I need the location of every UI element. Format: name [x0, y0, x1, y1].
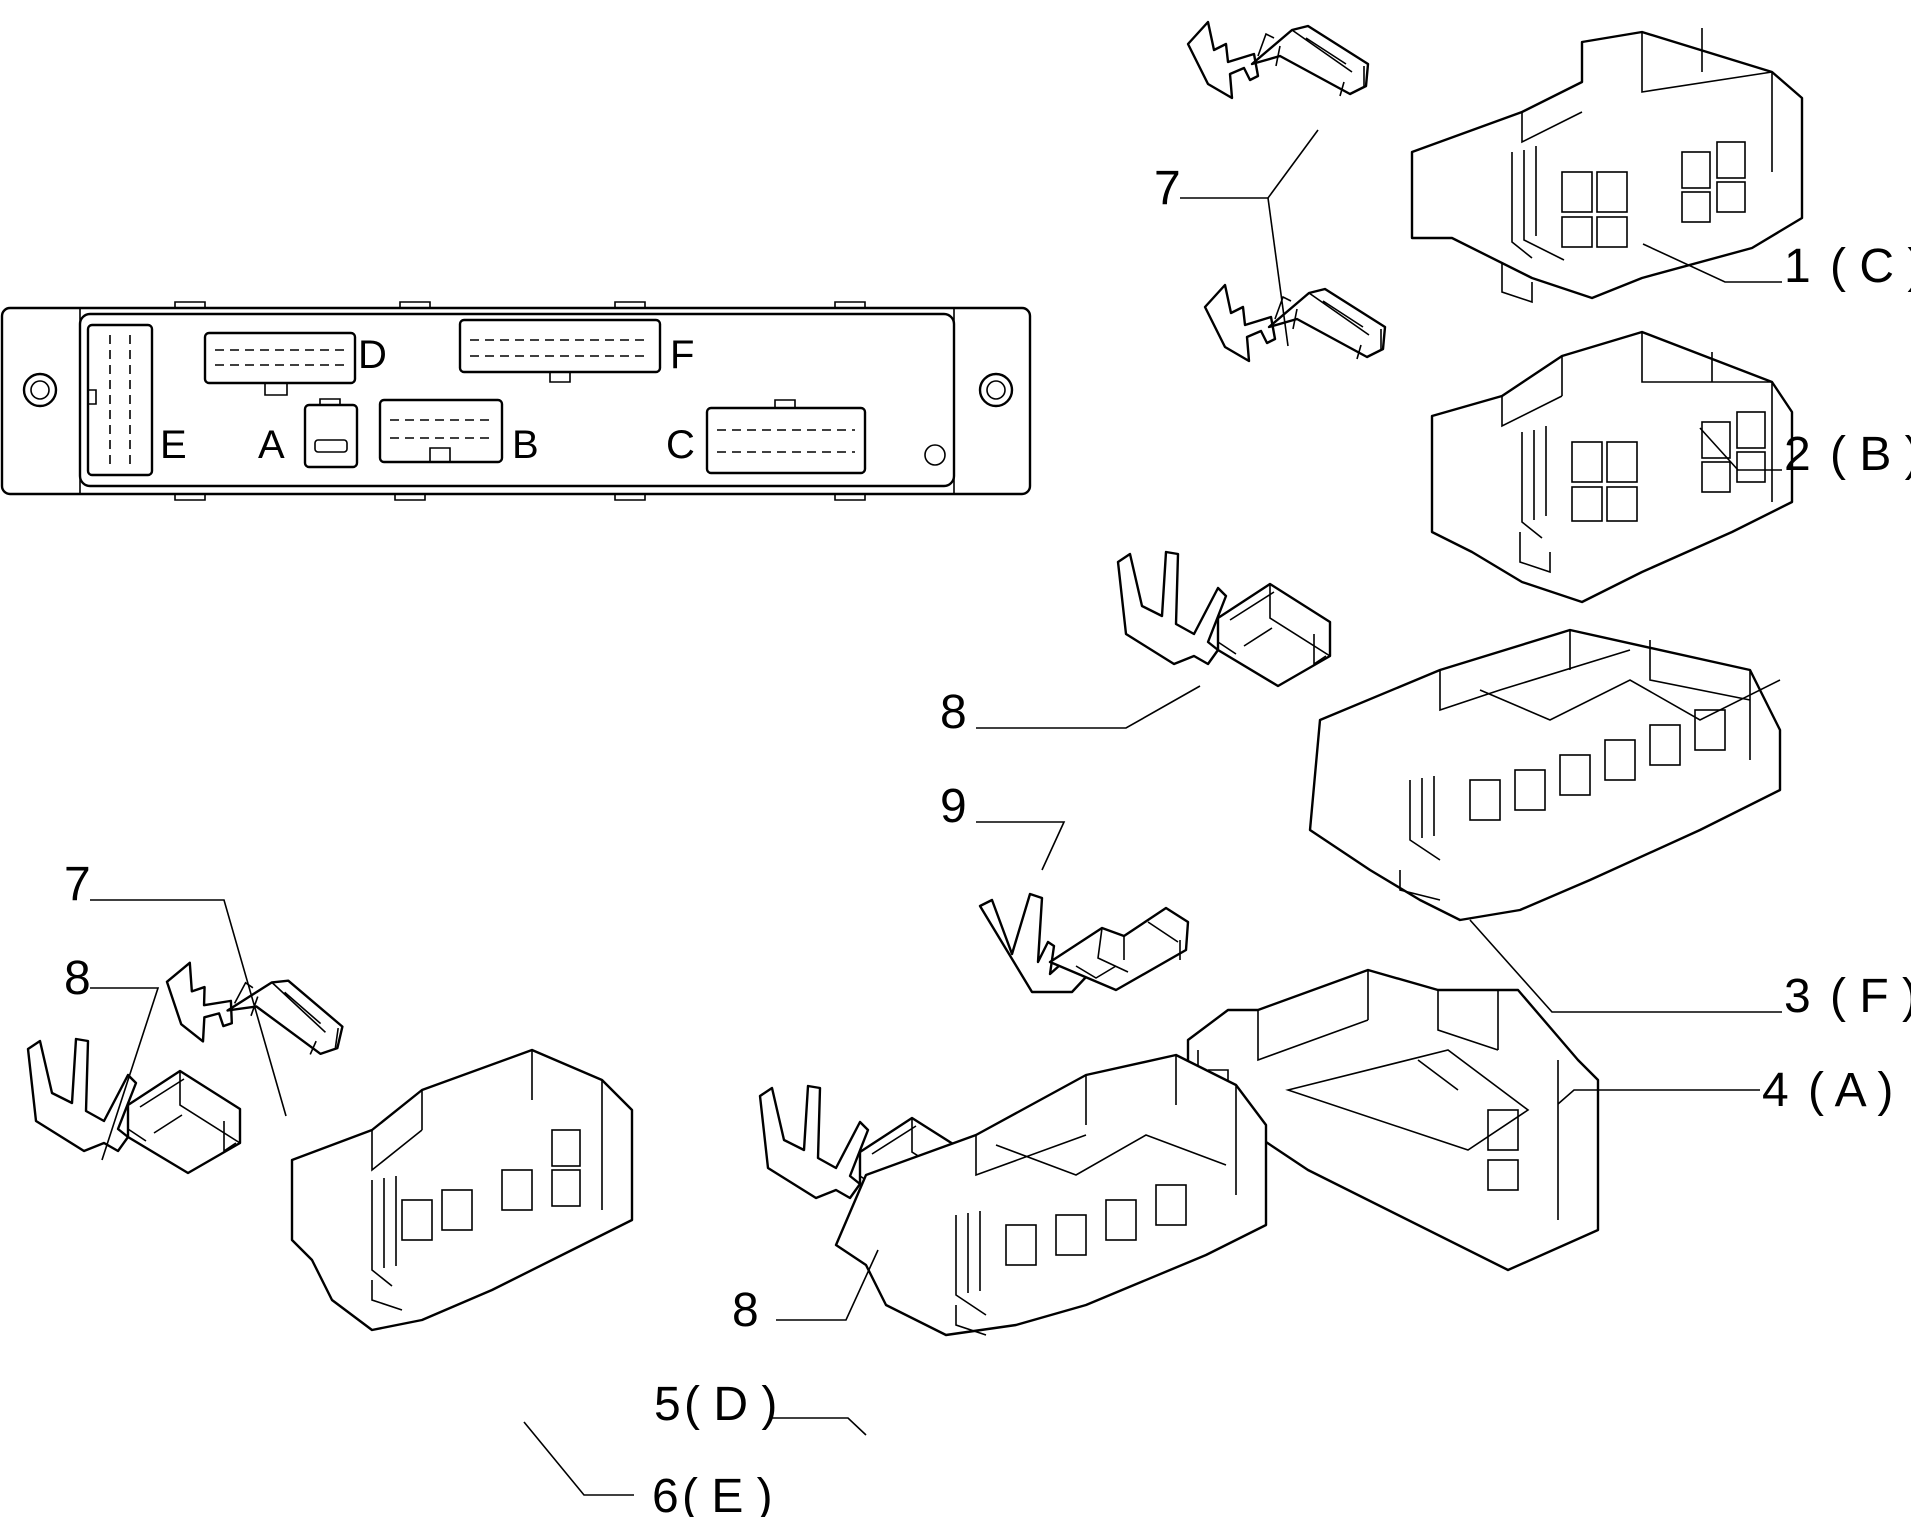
control-unit-panel: D F E A B C — [0, 301, 1032, 501]
leader-lines — [90, 129, 1782, 1496]
callout-1-code: ( C ) — [1830, 240, 1911, 293]
callout-9: 9 — [940, 780, 967, 833]
socket-b-label: B — [512, 423, 539, 467]
callout-8-left: 8 — [64, 952, 91, 1005]
mounting-hole-right — [978, 372, 1014, 408]
socket-e — [86, 323, 154, 477]
terminal-8-mid — [1116, 550, 1332, 688]
callout-1: 1 — [1784, 240, 1811, 293]
callout-7-top: 7 — [1154, 162, 1181, 215]
connector-1-c — [1410, 28, 1804, 304]
callout-6: 6 — [652, 1470, 679, 1517]
callout-2: 2 — [1784, 428, 1811, 481]
socket-a — [303, 398, 359, 469]
socket-f-label: F — [670, 333, 694, 377]
connector-6-e — [290, 1048, 634, 1332]
mounting-hole-left — [22, 372, 58, 408]
socket-f — [458, 318, 662, 383]
callouts: 7 1 ( C ) 2 ( B ) 8 9 3 ( F ) 4 ( A ) 7 … — [64, 162, 1911, 1522]
callout-8-bottom: 8 — [732, 1284, 759, 1337]
callout-4: 4 — [1762, 1064, 1789, 1117]
socket-c — [705, 399, 867, 475]
callout-4-code: ( A ) — [1808, 1064, 1893, 1117]
socket-d — [203, 331, 357, 396]
callout-6-code: ( E ) — [682, 1470, 773, 1517]
callout-3: 3 — [1784, 970, 1811, 1023]
callout-5: 5 — [654, 1378, 681, 1431]
callout-7-left: 7 — [64, 858, 91, 911]
socket-a-label: A — [258, 423, 285, 467]
callout-2-code: ( B ) — [1830, 428, 1911, 481]
terminal-7-lower — [1203, 283, 1387, 363]
socket-e-label: E — [160, 423, 187, 467]
connector-5-d — [834, 1053, 1268, 1337]
terminal-8-left — [26, 1037, 242, 1175]
callout-8-mid: 8 — [940, 686, 967, 739]
callout-5-code: ( D ) — [684, 1378, 777, 1431]
socket-b — [378, 398, 504, 464]
terminal-9 — [978, 892, 1190, 994]
terminal-7-upper — [1186, 20, 1370, 100]
connector-3-f — [1308, 628, 1782, 922]
terminal-7-left — [158, 958, 350, 1062]
socket-d-label: D — [358, 333, 387, 377]
connector-2-b — [1430, 330, 1794, 604]
callout-3-code: ( F ) — [1830, 970, 1911, 1023]
socket-c-label: C — [666, 423, 695, 467]
